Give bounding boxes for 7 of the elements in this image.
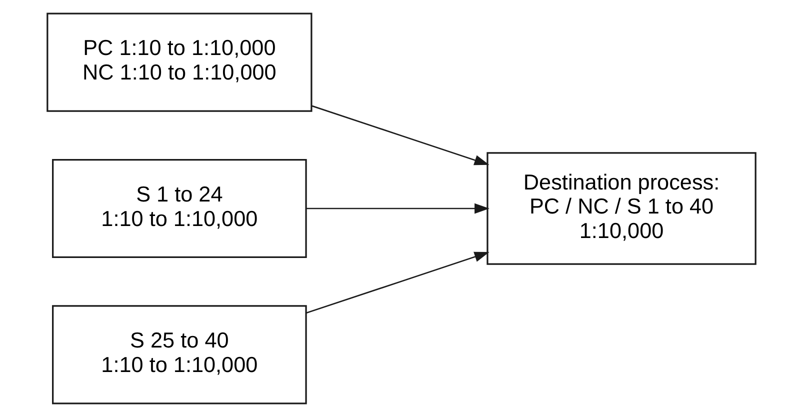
arrow <box>312 105 490 166</box>
node-box: S 25 to 40 1:10 to 1:10,000 <box>52 305 307 404</box>
arrow <box>306 252 490 314</box>
node-box: PC 1:10 to 1:10,000 NC 1:10 to 1:10,000 <box>46 12 312 112</box>
node-box: Destination process: PC / NC / S 1 to 40 1:10,000 <box>486 152 756 265</box>
node-box: S 1 to 24 1:10 to 1:10,000 <box>52 158 307 258</box>
arrow <box>306 203 490 214</box>
